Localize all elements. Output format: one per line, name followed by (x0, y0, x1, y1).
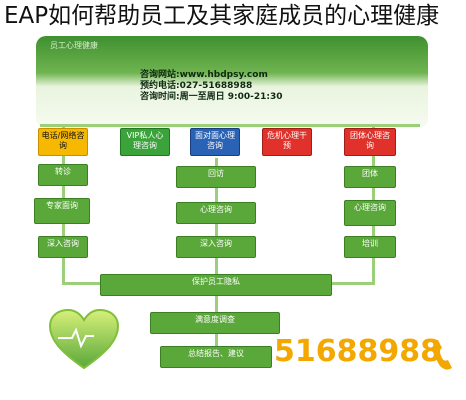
phone-number-text: 51688988 (274, 334, 441, 369)
flow-step-referral: 转诊 (38, 164, 88, 186)
flow-step-survey: 满意度调查 (150, 312, 280, 334)
flow-step-consult: 心理咨询 (176, 202, 256, 224)
flow-step-group-consult: 心理咨询 (344, 200, 396, 226)
flow-step-merge: 保护员工隐私 (100, 274, 332, 296)
phone-number: 51688988 (274, 334, 458, 382)
flow-box-vip: VIP私人心理咨询 (120, 128, 170, 156)
phone-icon (433, 340, 452, 370)
banner (36, 36, 428, 128)
flow-box-crisis: 危机心理干预 (262, 128, 312, 156)
page-title: EAP如何帮助员工及其家庭成员的心理健康 (4, 3, 440, 29)
banner-hours: 咨询时间:周一至周日 9:00-21:30 (140, 92, 283, 102)
flow-box-group: 团体心理咨询 (344, 128, 396, 156)
banner-headline: 员工心理健康 (50, 41, 98, 50)
flow-box-phone-consult: 电话/网络咨询 (38, 128, 88, 156)
flow-step-deep-1: 深入咨询 (38, 236, 88, 258)
banner-contact: 咨询网站:www.hbdpsy.com 预约电话:027-51688988 咨询… (140, 70, 340, 103)
flow-box-face-consult: 面对面心理咨询 (190, 128, 240, 156)
banner-website: 咨询网站:www.hbdpsy.com (140, 70, 268, 80)
flow-step-return-visit: 回访 (176, 166, 256, 188)
flow-step-report: 总结报告、建议 (160, 346, 272, 368)
flow-step-expert: 专家面询 (34, 198, 90, 224)
flow-step-deep-2: 深入咨询 (176, 236, 256, 258)
flow-step-group: 团体 (344, 166, 396, 188)
heart-icon (48, 308, 120, 370)
banner-phone: 预约电话:027-51688988 (140, 81, 253, 91)
flow-step-training: 培训 (344, 236, 396, 258)
connector (40, 124, 420, 127)
